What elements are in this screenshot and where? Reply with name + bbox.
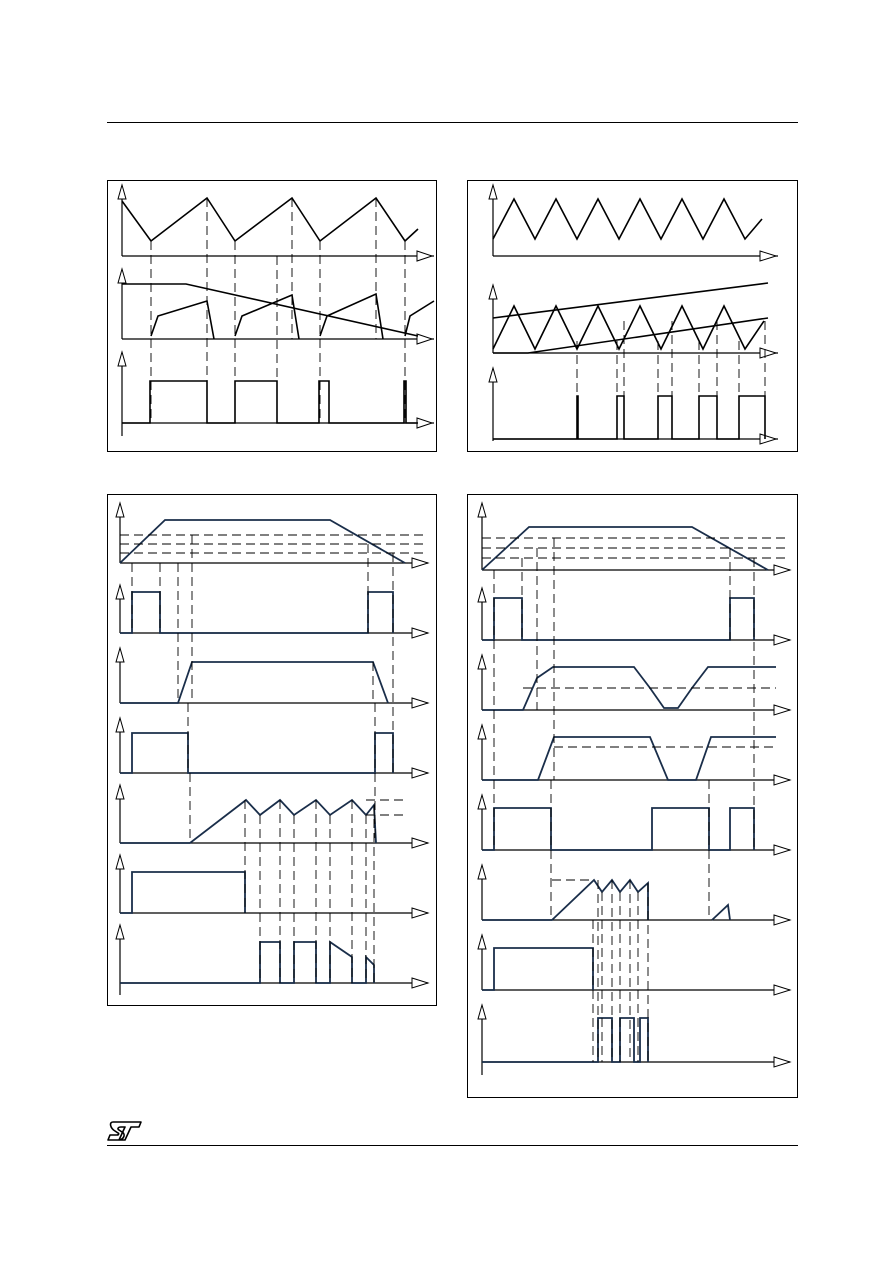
- rising-sawtooth: [482, 878, 731, 921]
- bottom-rule: [107, 1145, 798, 1146]
- arrows: [115, 501, 430, 989]
- timing-diagram-bottom-left: [107, 494, 437, 1006]
- arrow-up-3: [117, 350, 127, 367]
- triangle-wave-mid: [492, 304, 765, 351]
- start-stop-pulse: [120, 591, 394, 634]
- hold-pulse: [120, 871, 246, 914]
- enable-pulse: [120, 732, 394, 774]
- timing-diagram-top-right: [467, 180, 798, 452]
- speed-ramp: [119, 519, 406, 564]
- rising-sawtooth: [120, 798, 377, 844]
- hold-pulse: [482, 947, 594, 991]
- arrow-right-3: [416, 417, 434, 429]
- arrow-right-2: [759, 347, 778, 359]
- timing-diagram-top-left-svg: [117, 183, 435, 436]
- speed-ramp: [481, 526, 769, 571]
- axes: [481, 505, 790, 1075]
- axes: [119, 505, 428, 995]
- arrow-up-1: [117, 183, 127, 200]
- pwm-pulses: [493, 395, 766, 440]
- modulated-wave-2: [482, 736, 776, 781]
- arrow-right-2: [416, 333, 434, 345]
- enable-pulses: [482, 807, 755, 851]
- top-rule: [107, 122, 798, 123]
- sync-dashes: [150, 198, 406, 421]
- sampled-wave: [150, 292, 435, 340]
- timing-diagram-top-left: [107, 180, 437, 452]
- lower-reference-line: [493, 317, 769, 354]
- timing-diagram-top-right-svg: [488, 183, 778, 445]
- arrow-right-1: [759, 250, 778, 262]
- st-logo-icon: [107, 1121, 142, 1141]
- pulse-train: [122, 380, 418, 424]
- arrow-up-2: [117, 267, 127, 284]
- arrows: [477, 501, 792, 1068]
- sync-dashes: [482, 537, 790, 1062]
- decreasing-reference: [122, 283, 419, 337]
- triangle-wave-top: [492, 197, 763, 241]
- arrow-up-3: [488, 366, 498, 383]
- arrow-up-2: [488, 283, 498, 300]
- timing-diagram-bottom-right-svg: [477, 501, 792, 1075]
- arrow-right-1: [416, 250, 434, 262]
- timing-diagram-bottom-right: [467, 494, 798, 1098]
- arrow-up-1: [488, 183, 498, 200]
- output-pulses: [482, 1017, 649, 1063]
- upper-reference-line: [492, 282, 769, 319]
- sync-dashes: [120, 534, 428, 983]
- timing-diagram-bottom-left-svg: [115, 501, 430, 995]
- modulated-wave-1: [482, 666, 776, 711]
- plateau-wave: [120, 661, 389, 704]
- start-stop-pulse: [482, 597, 755, 641]
- sync-dashes: [576, 321, 766, 437]
- arrow-right-3: [759, 433, 778, 445]
- output-pulses: [120, 940, 375, 984]
- triangle-wave: [121, 196, 419, 243]
